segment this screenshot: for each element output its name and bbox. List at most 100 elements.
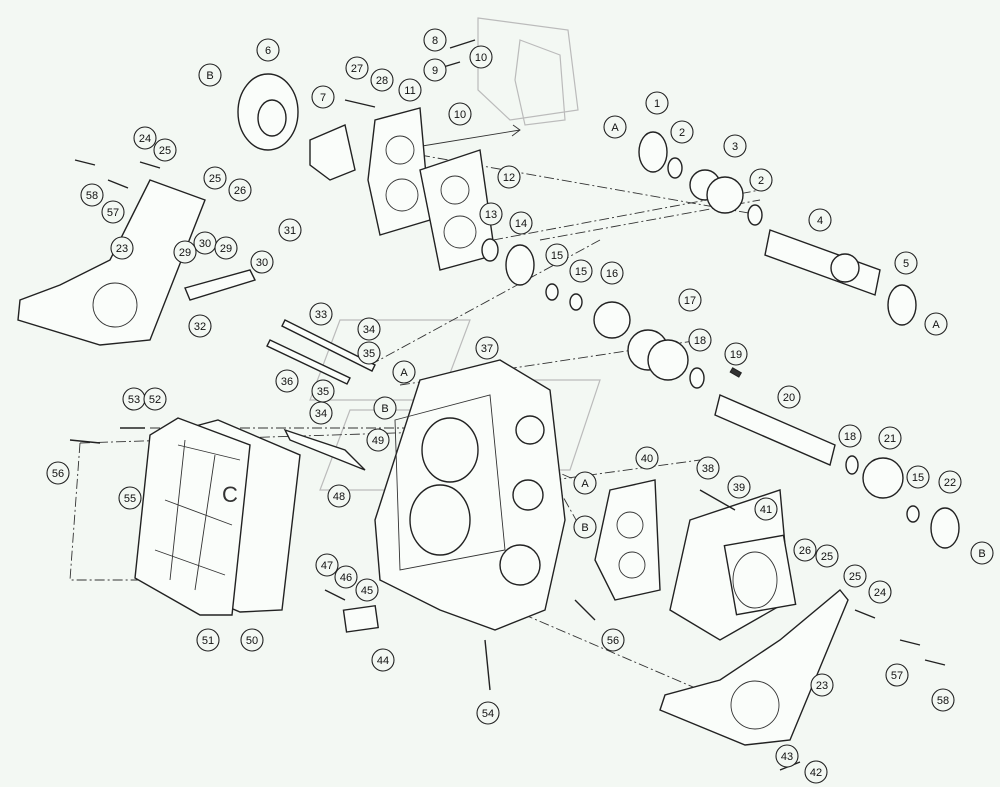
callout-label: 9 [432, 65, 438, 77]
part-callout: 5 [894, 251, 918, 275]
callout-circle [573, 515, 597, 539]
part-callout: 58 [931, 688, 955, 712]
part-callout: 50 [240, 628, 264, 652]
callout-label: 15 [575, 266, 587, 278]
callout-label: 34 [363, 324, 375, 336]
callout-circle [250, 250, 274, 274]
callout-circle [878, 426, 902, 450]
callout-label: 14 [515, 218, 527, 230]
part-callout: 25 [153, 138, 177, 162]
part-callout: 55 [118, 486, 142, 510]
callout-circle [173, 240, 197, 264]
callout-label: 23 [816, 680, 828, 692]
part-callout: 9 [423, 58, 447, 82]
part-callout: 46 [334, 565, 358, 589]
callout-circle [309, 401, 333, 425]
part-callout: 3 [723, 134, 747, 158]
callout-circle [600, 261, 624, 285]
part-callout: 48 [327, 484, 351, 508]
callout-circle [868, 580, 892, 604]
callout-label: B [381, 403, 388, 415]
callout-circle [355, 578, 379, 602]
callout-label: 36 [281, 376, 293, 388]
part-callout: 4 [808, 208, 832, 232]
callout-circle [309, 302, 333, 326]
callout-label: 18 [694, 335, 706, 347]
part-callout: 27 [345, 56, 369, 80]
reference-marker: B [970, 541, 994, 565]
callout-circle [153, 138, 177, 162]
callout-circle [793, 538, 817, 562]
callout-circle [843, 564, 867, 588]
callout-label: 30 [256, 257, 268, 269]
part-callout: 34 [309, 401, 333, 425]
part-callout: 42 [804, 760, 828, 784]
part-callout: 25 [203, 166, 227, 190]
callout-label: 17 [684, 295, 696, 307]
callout-label: 29 [179, 247, 191, 259]
callout-circle [143, 387, 167, 411]
callout-label: 1 [654, 98, 660, 110]
part-callout: 36 [275, 369, 299, 393]
part-callout: 39 [727, 475, 751, 499]
callout-circle [398, 78, 422, 102]
callout-label: 32 [194, 321, 206, 333]
part-callout: 12 [497, 165, 521, 189]
callout-label: 12 [503, 172, 515, 184]
callout-label: 53 [128, 394, 140, 406]
part-callout: 53 [122, 387, 146, 411]
callout-label: 25 [821, 551, 833, 563]
callout-label: 27 [351, 63, 363, 75]
callout-label: 26 [799, 545, 811, 557]
callout-circle [569, 259, 593, 283]
callout-label: 47 [321, 560, 333, 572]
callout-label: 54 [482, 708, 494, 720]
callout-label: 57 [107, 207, 119, 219]
callout-circle [203, 166, 227, 190]
part-callout: 35 [311, 379, 335, 403]
callout-label: 18 [844, 431, 856, 443]
part-callout: 24 [133, 126, 157, 150]
callout-circle [808, 208, 832, 232]
callout-label: A [581, 478, 589, 490]
callout-circle [198, 63, 222, 87]
callout-label: 48 [333, 491, 345, 503]
reference-marker: B [573, 515, 597, 539]
part-callout: 6 [256, 38, 280, 62]
reference-marker: A [603, 115, 627, 139]
callout-circle [645, 91, 669, 115]
part-callout: 15 [569, 259, 593, 283]
callout-label: 8 [432, 35, 438, 47]
callout-circle [479, 202, 503, 226]
part-callout: 23 [110, 236, 134, 260]
callout-label: 11 [404, 85, 415, 97]
callout-circle [970, 541, 994, 565]
callout-label: A [932, 319, 940, 331]
callout-label: 19 [730, 349, 742, 361]
callout-circle [370, 68, 394, 92]
callout-label: 35 [317, 386, 329, 398]
callout-label: 5 [903, 258, 909, 270]
callout-label: 24 [874, 587, 886, 599]
part-callout: 24 [868, 580, 892, 604]
callout-circle [357, 341, 381, 365]
callout-circle [931, 688, 955, 712]
part-callout: 57 [885, 663, 909, 687]
side-cover: C [134, 417, 301, 616]
part-callout: 25 [815, 544, 839, 568]
callout-label: 16 [606, 268, 618, 280]
part-callout: 10 [448, 102, 472, 126]
callout-circle [476, 701, 500, 725]
part-callout: 29 [214, 236, 238, 260]
callout-circle [603, 115, 627, 139]
part-callout: 29 [173, 240, 197, 264]
callout-circle [133, 126, 157, 150]
callout-circle [688, 328, 712, 352]
callout-label: 34 [315, 408, 327, 420]
callout-circle [838, 424, 862, 448]
callout-label: 51 [202, 635, 214, 647]
callout-label: 10 [454, 109, 466, 121]
callout-label: 29 [220, 243, 232, 255]
callout-circle [371, 648, 395, 672]
